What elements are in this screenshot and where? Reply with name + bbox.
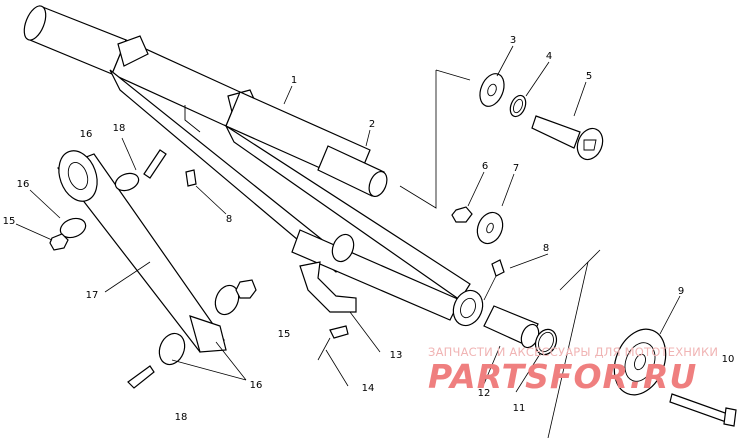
callout-9: 9 <box>678 286 684 297</box>
washer-16-top <box>114 172 140 192</box>
nut-15-left <box>49 233 69 251</box>
callout-5: 5 <box>586 71 592 82</box>
callout-3: 3 <box>510 35 516 46</box>
link-arm-eye <box>58 150 98 202</box>
rear-bushing <box>483 305 558 356</box>
mount-bracket <box>299 261 357 361</box>
arm-gusset <box>184 105 201 133</box>
callout-4: 4 <box>546 51 552 62</box>
grease-fitting-8-left <box>185 169 197 187</box>
leader-lines <box>15 45 681 393</box>
callout-7: 7 <box>513 163 519 174</box>
callout-17: 17 <box>86 290 99 301</box>
callout-8-left: 8 <box>226 214 232 225</box>
callout-1: 1 <box>291 75 297 86</box>
tube-collar-1 <box>117 35 149 67</box>
pivot-bolt-5 <box>531 115 581 149</box>
pivot-bolt-head <box>576 127 604 161</box>
lower-tube-end-right <box>452 289 484 327</box>
callout-12: 12 <box>478 388 491 399</box>
callout-6: 6 <box>482 161 488 172</box>
callout-10: 10 <box>722 354 735 365</box>
watermark-brand: PARTSFOR.RU <box>428 357 697 396</box>
callout-16-top: 16 <box>80 129 93 140</box>
lower-tube-end-left <box>331 233 355 263</box>
bushing-sleeve <box>317 145 388 198</box>
pivot-hardware-top <box>399 69 604 209</box>
callout-14: 14 <box>362 383 375 394</box>
callout-16-left: 16 <box>17 179 30 190</box>
axle-bolt-10 <box>669 393 729 423</box>
washer-16-low <box>158 332 186 366</box>
washer-3 <box>479 73 505 107</box>
callout-16-bottom: 16 <box>250 380 263 391</box>
bolt-14-head <box>329 325 349 339</box>
callout-2: 2 <box>369 119 375 130</box>
o-ring-11 <box>534 328 558 356</box>
callout-11: 11 <box>513 403 526 414</box>
watermark-tagline: ЗАПЧАСТИ И АКСЕССУАРЫ ДЛЯ МОТОТЕХНИКИ <box>428 345 718 359</box>
callout-18-top: 18 <box>113 123 126 134</box>
grease-fitting-8-right <box>491 259 505 277</box>
callout-8-right: 8 <box>543 243 549 254</box>
nut-6 <box>451 206 473 223</box>
callout-15-right: 15 <box>278 329 291 340</box>
callout-15-left: 15 <box>3 216 16 227</box>
bracket-13 <box>299 261 357 313</box>
washer-16-mid <box>214 284 240 316</box>
hub-9 <box>613 328 667 396</box>
bolt-14-shank <box>317 337 331 361</box>
nut-15-right <box>235 279 257 299</box>
callout-labels: 1 2 3 4 5 6 7 8 8 9 10 11 12 13 14 15 15… <box>3 35 735 423</box>
hub-assembly <box>547 249 737 438</box>
callout-13: 13 <box>390 350 403 361</box>
link-arm-assembly <box>49 149 257 389</box>
nut-washer-grease <box>185 169 505 301</box>
seal-ring-4 <box>509 94 527 118</box>
lower-tube-bore <box>460 297 476 319</box>
arm-diagonal-left <box>109 69 351 273</box>
watermark: ЗАПЧАСТИ И АКСЕССУАРЫ ДЛЯ МОТОТЕХНИКИ PA… <box>428 345 718 396</box>
washer-16-left <box>59 217 87 239</box>
callout-18-bottom: 18 <box>175 412 188 423</box>
bolt-18-top <box>143 149 167 179</box>
tube-end-cap <box>23 5 47 41</box>
washer-7 <box>476 211 504 245</box>
bolt-18-bottom <box>127 365 155 389</box>
